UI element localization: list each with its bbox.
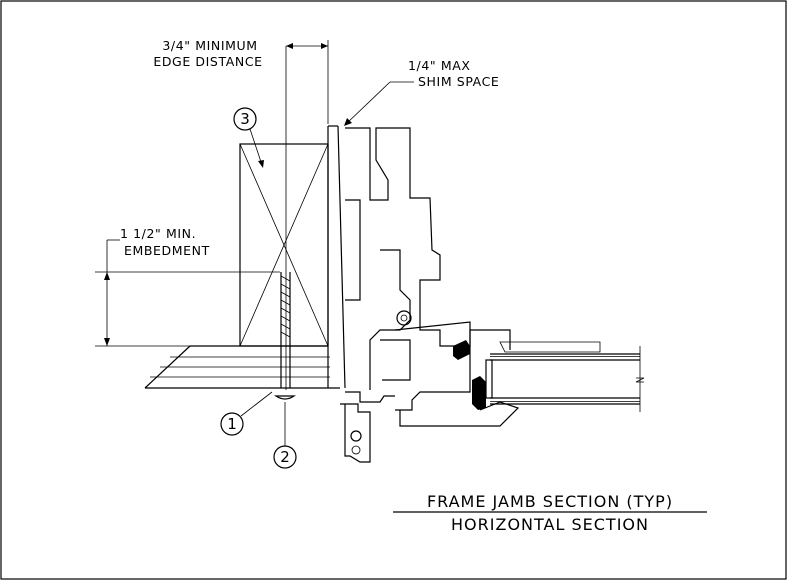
embedment-label-line2: EMBEDMENT	[124, 243, 210, 258]
section-subtitle: HORIZONTAL SECTION	[451, 515, 649, 534]
callout-2	[273, 402, 297, 469]
wood-buck	[239, 143, 329, 347]
edge-distance-label-line2: EDGE DISTANCE	[153, 54, 262, 69]
edge-distance-label-line1: 3/4" MINIMUM	[162, 38, 257, 53]
callout-2-label: 2	[280, 448, 290, 466]
wall-substrate	[144, 345, 340, 389]
shim-label-line2: SHIM SPACE	[418, 74, 499, 89]
frame-jamb-profile	[340, 127, 601, 463]
glazing-gasket	[453, 340, 486, 410]
anchor-screw	[274, 46, 296, 400]
callout-1	[220, 391, 273, 436]
embedment-label-line1: 1 1/2" MIN.	[120, 226, 196, 241]
section-title: FRAME JAMB SECTION (TYP)	[427, 492, 673, 511]
shim-leader	[344, 81, 414, 126]
callout-3-label: 3	[240, 110, 250, 128]
shim	[327, 125, 346, 389]
edge-distance-dimension	[286, 40, 329, 124]
embedment-dimension	[95, 239, 280, 347]
callout-3	[233, 107, 264, 168]
callout-1-label: 1	[227, 415, 237, 433]
shim-label-line1: 1/4" MAX	[408, 58, 471, 73]
insulated-glass	[485, 346, 645, 412]
